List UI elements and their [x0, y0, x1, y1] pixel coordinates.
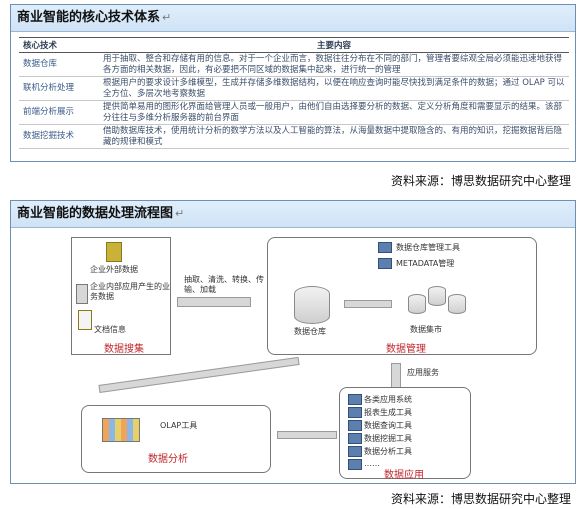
- table-header-row: 核心技术 主要内容: [19, 37, 569, 53]
- section1-title-bar: 商业智能的核心技术体系↵: [11, 5, 575, 32]
- table-row: 数据仓库用于抽取、整合和存储有用的信息。对于一个企业而言，数据往往分布在不同的部…: [19, 52, 569, 77]
- apps-item: 报表生成工具: [364, 408, 412, 417]
- table-row: 数据挖掘技术借助数据库技术，使用统计分析的数学方法以及人工智能的算法，从海量数据…: [19, 124, 569, 149]
- section2-source: 资料来源：博思数据研究中心整理: [390, 492, 571, 506]
- computer-icon: [348, 446, 362, 457]
- olap-tool-label: OLAP工具: [160, 421, 198, 430]
- collect-label: 数据搜集: [104, 344, 144, 355]
- collect-item-external: 企业外部数据: [90, 265, 138, 274]
- collect-box: 企业外部数据 企业内部应用产生的业务数据 文档信息 数据搜集: [71, 237, 171, 355]
- analysis-label: 数据分析: [148, 454, 188, 465]
- row-key: 数据挖掘技术: [19, 124, 99, 149]
- apps-label: 数据应用: [384, 470, 424, 481]
- mart-cylinder-icon: [428, 286, 446, 306]
- row-key: 前端分析展示: [19, 100, 99, 125]
- section1-source: 资料来源：博思数据研究中心整理: [390, 174, 571, 188]
- apps-box: 各类应用系统 报表生成工具 数据查询工具 数据挖掘工具 数据分析工具 …… 数据…: [339, 387, 471, 481]
- warehouse-label: 数据仓库: [294, 327, 326, 336]
- manage-box: 数据仓库管理工具 METADATA管理 数据仓库 数据集市 数据管理: [267, 237, 537, 355]
- apps-item: 数据分析工具: [364, 447, 412, 456]
- computer-icon: [378, 242, 392, 253]
- row-content: 根据用户的要求设计多维模型，生成并存储多维数据结构，以便在响应查询时能尽快找到满…: [99, 76, 569, 101]
- computer-icon: [348, 433, 362, 444]
- analysis-box: OLAP工具 数据分析: [81, 405, 271, 473]
- paragraph-mark-icon: ↵: [175, 207, 185, 220]
- etl-arrow-icon: [177, 297, 251, 307]
- apps-item: ……: [364, 459, 380, 468]
- server-icon: [76, 284, 88, 304]
- mart-cylinder-icon: [448, 294, 466, 314]
- apps-item: 数据挖掘工具: [364, 434, 412, 443]
- header-core-tech: 核心技术: [19, 37, 99, 53]
- header-main-content: 主要内容: [99, 37, 569, 53]
- computer-icon: [348, 420, 362, 431]
- core-tech-table: 核心技术 主要内容 数据仓库用于抽取、整合和存储有用的信息。对于一个企业而言，数…: [19, 37, 569, 149]
- marts-label: 数据集市: [410, 325, 442, 334]
- row-content: 借助数据库技术，使用统计分析的数学方法以及人工智能的算法，从海量数据中提取隐含的…: [99, 124, 569, 149]
- manage-tool-metadata: METADATA管理: [396, 259, 455, 268]
- service-label: 应用服务: [407, 368, 439, 377]
- computer-icon: [348, 459, 362, 470]
- document-icon: [78, 310, 92, 330]
- core-tech-panel: 商业智能的核心技术体系↵ 核心技术 主要内容 数据仓库用于抽取、整合和存储有用的…: [10, 4, 576, 162]
- etl-label: 抽取、清洗、转换、传输、加载: [184, 275, 264, 294]
- computer-icon: [378, 258, 392, 269]
- section2-title-bar: 商业智能的数据处理流程图↵: [11, 201, 575, 228]
- manage-label: 数据管理: [386, 344, 426, 355]
- row-key: 联机分析处理: [19, 76, 99, 101]
- analysis-to-apps-arrow-icon: [277, 431, 337, 439]
- paragraph-mark-icon: ↵: [162, 11, 172, 24]
- section2-title: 商业智能的数据处理流程图: [17, 206, 174, 221]
- row-content: 提供简单易用的图形化界面给管理人员或一般用户，由他们自由选择要分析的数据、定义分…: [99, 100, 569, 125]
- mart-cylinder-icon: [408, 294, 426, 314]
- warehouse-cylinder-icon: [294, 286, 330, 324]
- flow-diagram: 企业外部数据 企业内部应用产生的业务数据 文档信息 数据搜集 抽取、清洗、转换、…: [19, 237, 567, 481]
- apps-item: 数据查询工具: [364, 421, 412, 430]
- table-row: 前端分析展示提供简单易用的图形化界面给管理人员或一般用户，由他们自由选择要分析的…: [19, 100, 569, 125]
- row-key: 数据仓库: [19, 52, 99, 77]
- apps-item: 各类应用系统: [364, 395, 412, 404]
- manage-to-analysis-arrow-icon: [98, 356, 300, 393]
- flow-panel: 商业智能的数据处理流程图↵ 企业外部数据 企业内部应用产生的业务数据 文档信息 …: [10, 200, 576, 484]
- to-marts-arrow-icon: [344, 300, 392, 308]
- computer-icon: [348, 407, 362, 418]
- table-row: 联机分析处理根据用户的要求设计多维模型，生成并存储多维数据结构，以便在响应查询时…: [19, 76, 569, 101]
- collect-item-docs: 文档信息: [94, 325, 126, 334]
- row-content: 用于抽取、整合和存储有用的信息。对于一个企业而言，数据往往分布在不同的部门，管理…: [99, 52, 569, 77]
- collect-item-internal: 企业内部应用产生的业务数据: [90, 282, 170, 301]
- data-cube-icon: [102, 418, 140, 442]
- section1-title: 商业智能的核心技术体系: [17, 10, 161, 25]
- building-icon: [106, 242, 122, 262]
- computer-icon: [348, 394, 362, 405]
- manage-tool-warehouse: 数据仓库管理工具: [396, 243, 460, 252]
